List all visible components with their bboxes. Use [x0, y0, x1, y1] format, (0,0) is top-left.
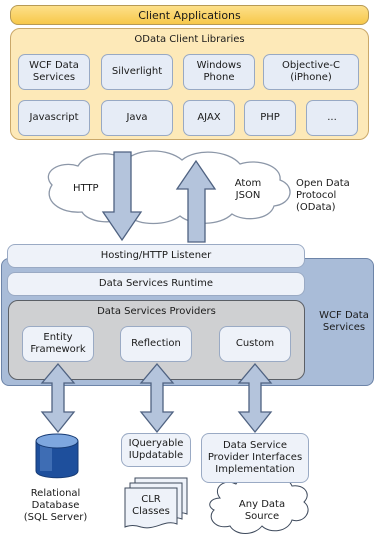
provider-entity-framework: Entity Framework	[22, 326, 94, 362]
relational-database-label: Relational Database (SQL Server)	[23, 488, 88, 523]
data-services-runtime-bar: Data Services Runtime	[7, 272, 305, 296]
library-javascript: Javascript	[18, 100, 90, 136]
odata-client-libraries-title: OData Client Libraries	[134, 34, 245, 45]
wcf-data-services-label: WCF Data Services	[319, 310, 369, 333]
http-label: HTTP	[73, 183, 99, 194]
request-arrow-down	[101, 151, 143, 242]
library-silverlight: Silverlight	[101, 54, 173, 90]
library-objective-c: Objective-C (iPhone)	[263, 54, 359, 90]
hosting-http-listener-bar: Hosting/HTTP Listener	[7, 244, 305, 268]
entity-framework-arrow	[40, 362, 76, 434]
clr-classes-label: CLR Classes	[132, 494, 170, 517]
library-windows-phone: Windows Phone	[183, 54, 255, 90]
library-more: ...	[306, 100, 358, 136]
open-data-protocol-label: Open Data Protocol (OData)	[296, 178, 350, 213]
library-wcf-data-services: WCF Data Services	[18, 54, 90, 90]
any-data-source-label: Any Data Source	[238, 499, 286, 522]
provider-custom: Custom	[219, 326, 291, 362]
library-java: Java	[101, 100, 173, 136]
custom-arrow	[237, 362, 273, 434]
iqueryable-iupdatable-box: IQueryable IUpdatable	[121, 433, 191, 467]
provider-interfaces-box: Data Service Provider Interfaces Impleme…	[201, 433, 309, 483]
stacked-documents-icon	[124, 477, 188, 529]
reflection-arrow	[139, 362, 175, 434]
library-ajax: AJAX	[183, 100, 235, 136]
library-php: PHP	[244, 100, 296, 136]
client-applications-bar: Client Applications	[10, 5, 369, 25]
response-arrow-up	[175, 159, 217, 243]
database-cylinder-icon	[35, 433, 79, 479]
data-services-providers-title: Data Services Providers	[97, 306, 216, 317]
provider-reflection: Reflection	[120, 326, 192, 362]
atom-json-label: Atom JSON	[234, 178, 262, 201]
client-applications-label: Client Applications	[138, 8, 241, 22]
